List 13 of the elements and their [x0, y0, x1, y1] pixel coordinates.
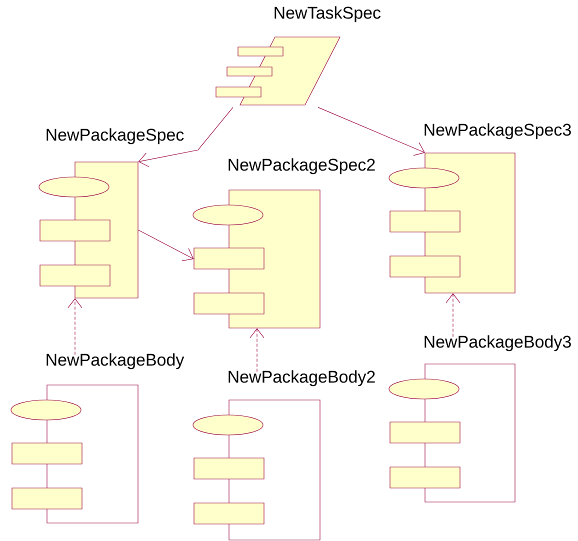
arrow: [138, 230, 194, 262]
component-name: NewPackageBody: [46, 353, 184, 370]
arrow: [68, 298, 82, 355]
arrow: [318, 107, 425, 156]
component-name: NewPackageSpec: [46, 128, 184, 144]
arrow: [250, 328, 264, 372]
component-name: NewPackageSpec3: [424, 123, 571, 140]
component-name: NewPackageBody3: [424, 335, 571, 352]
arrow: [138, 107, 234, 168]
component-name: NewPackageSpec2: [228, 158, 375, 174]
component-name: NewTaskSpec: [274, 6, 381, 22]
arrow: [446, 293, 460, 337]
component-name: NewPackageBody2: [228, 370, 375, 386]
